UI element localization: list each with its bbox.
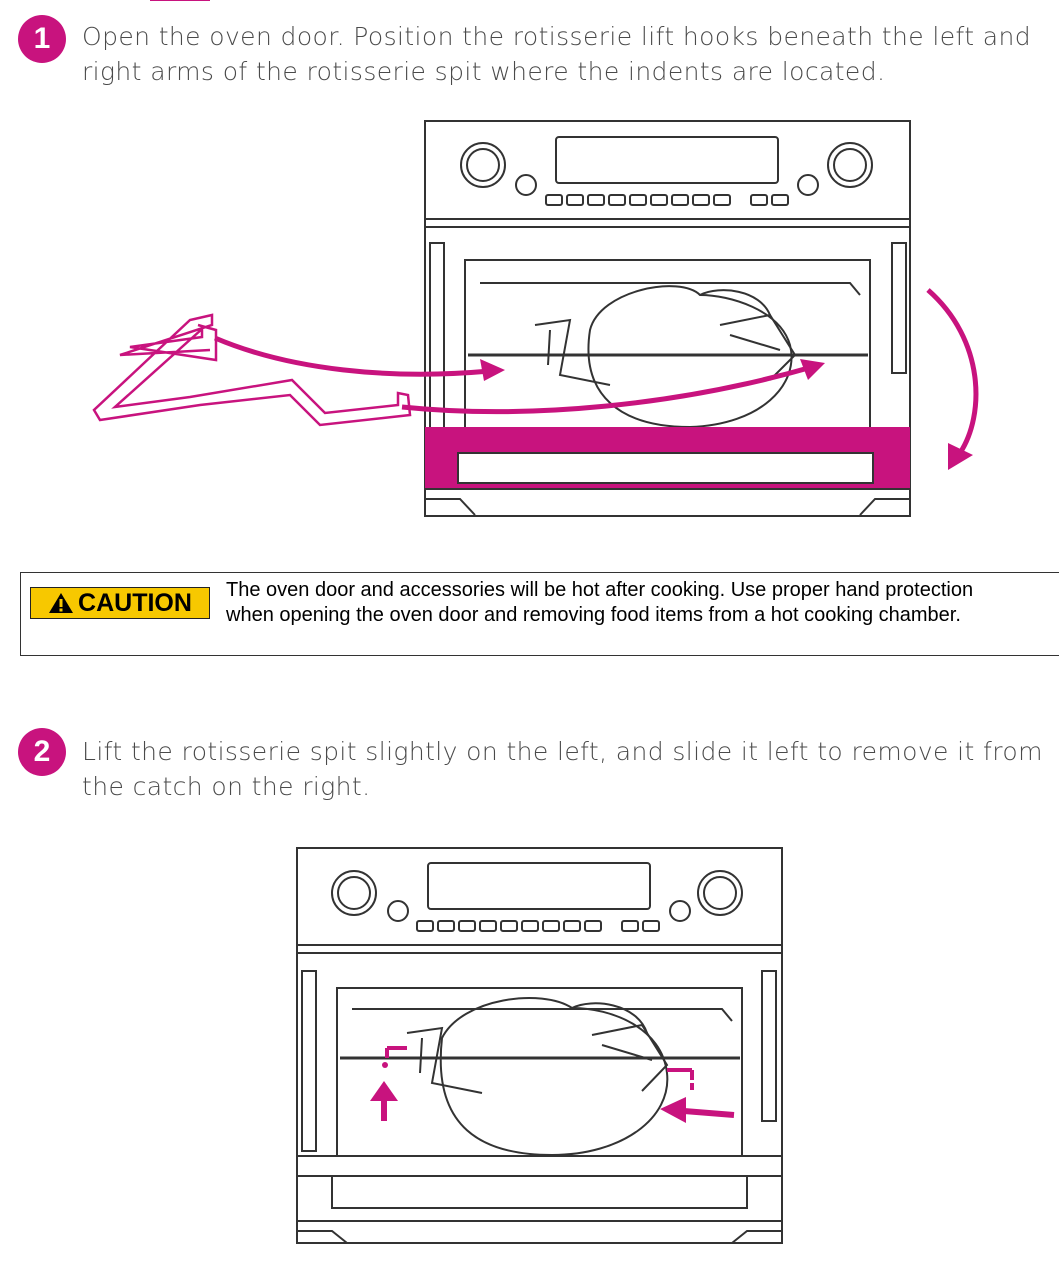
oven-button-row: [545, 194, 789, 206]
oven-display: [427, 862, 651, 910]
step-1-illustration: [92, 120, 979, 517]
arrow-to-right-arm: [401, 364, 813, 415]
caution-badge: CAUTION: [30, 587, 210, 619]
warning-triangle-icon: [49, 593, 74, 613]
slide-left-arrow: [683, 1108, 735, 1118]
oven-body: [296, 847, 783, 1244]
heading-fragment: [150, 0, 210, 1]
right-knob-icon: [827, 142, 873, 188]
right-knob-icon: [697, 870, 743, 916]
door-open-arrow: [926, 288, 979, 455]
left-knob-icon: [460, 142, 506, 188]
left-knob-icon: [331, 870, 377, 916]
oven-display: [555, 136, 779, 184]
step-1-instruction: Open the oven door. Position the rotisse…: [82, 22, 1032, 86]
caution-text: The oven door and accessories will be ho…: [226, 579, 974, 626]
caution-notice: CAUTION The oven door and accessories wi…: [20, 572, 1059, 656]
oven-door: [296, 1155, 783, 1177]
step-2-instruction: Lift the rotisserie spit slightly on the…: [82, 737, 1043, 801]
step-2-number: 2: [33, 735, 51, 768]
caution-label: CAUTION: [78, 588, 192, 617]
step-2-badge: 2: [18, 728, 66, 776]
step-1-number: 1: [33, 22, 51, 55]
rotisserie-lift-hook: [92, 313, 412, 427]
arrow-to-left-arm: [214, 335, 491, 377]
oven-body: [424, 120, 911, 517]
step-1-badge: 1: [18, 15, 66, 63]
chicken: [439, 997, 669, 1157]
oven-button-row: [416, 920, 660, 932]
step-2-illustration: [296, 847, 783, 1244]
